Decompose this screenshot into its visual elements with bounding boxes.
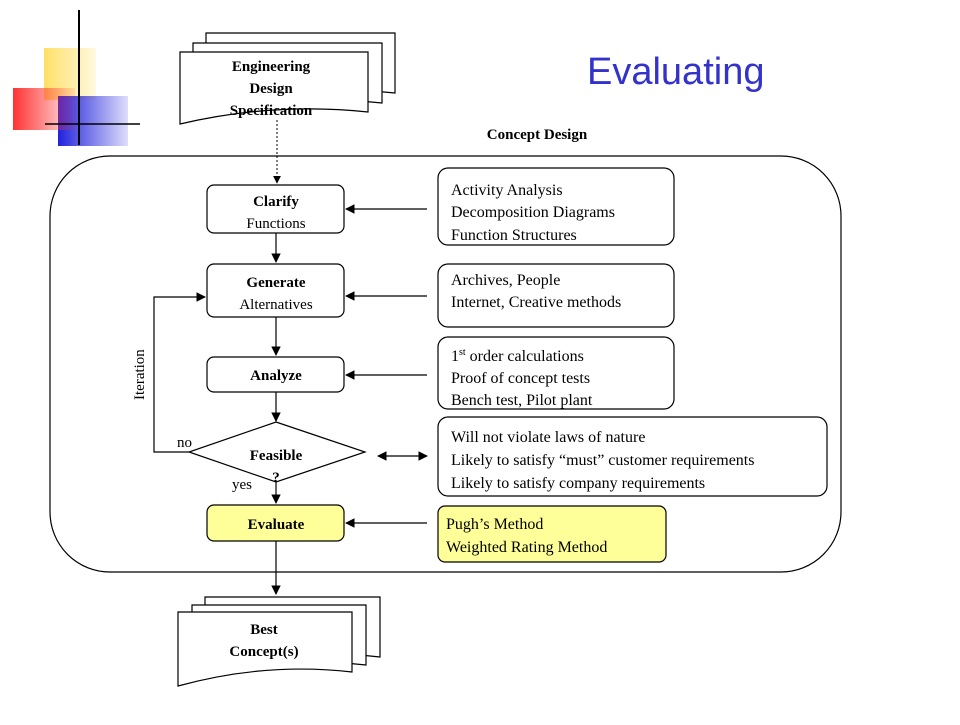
input-document-stack: Engineering Design Specification — [179, 32, 396, 125]
feasible-criteria-box: Will not violate laws of nature Likely t… — [437, 416, 828, 497]
analyze-method-3: Bench test, Pilot plant — [451, 392, 593, 409]
no-label: no — [177, 435, 192, 451]
input-doc-line-3: Specification — [230, 103, 313, 119]
generate-alternatives-box: Generate Alternatives — [206, 263, 345, 318]
iteration-label: Iteration — [132, 349, 148, 400]
analyze-method-1-superscript: st — [459, 347, 466, 358]
yes-label: yes — [232, 477, 252, 493]
logo-red-square — [13, 88, 75, 130]
output-doc-line-2: Concept(s) — [229, 644, 298, 660]
analyze-label: Analyze — [250, 368, 302, 384]
decorative-logo — [13, 10, 140, 146]
output-document-stack: Best Concept(s) — [177, 596, 381, 687]
clarify-functions-box: Clarify Functions — [206, 184, 345, 234]
evaluate-method-1: Pugh’s Method — [446, 516, 543, 533]
input-doc-line-2: Design — [249, 81, 293, 97]
clarify-line-2: Functions — [246, 216, 305, 232]
page-title: Evaluating — [587, 51, 764, 93]
analyze-method-2: Proof of concept tests — [451, 370, 590, 387]
generate-methods-box: Archives, People Internet, Creative meth… — [437, 263, 675, 328]
analyze-methods-box: 1st order calculations Proof of concept … — [437, 336, 675, 410]
input-doc-front — [179, 51, 369, 125]
evaluate-box: Evaluate — [206, 504, 345, 542]
clarify-method-2: Decomposition Diagrams — [451, 204, 615, 221]
feasible-decision: Feasible ? — [187, 421, 367, 486]
evaluate-method-2: Weighted Rating Method — [446, 539, 607, 556]
feasible-criterion-2: Likely to satisfy “must” customer requir… — [451, 452, 754, 469]
evaluate-methods-box: Pugh’s Method Weighted Rating Method — [437, 505, 667, 563]
analyze-box: Analyze — [206, 356, 345, 393]
generate-method-1: Archives, People — [451, 272, 560, 289]
feasible-line-2: ? — [272, 470, 280, 486]
feasible-criterion-1: Will not violate laws of nature — [451, 429, 645, 446]
output-doc-line-1: Best — [250, 622, 278, 638]
feasible-line-1: Feasible — [250, 448, 303, 464]
generate-method-2: Internet, Creative methods — [451, 294, 621, 311]
clarify-method-3: Function Structures — [451, 227, 577, 244]
analyze-method-1: 1st order calculations — [451, 347, 584, 365]
iteration-loop-arrow — [153, 292, 206, 453]
analyze-method-1-number: 1 — [451, 348, 459, 365]
section-label: Concept Design — [487, 127, 588, 143]
input-doc-line-1: Engineering — [232, 59, 311, 75]
output-doc-front — [177, 611, 353, 687]
generate-line-2: Alternatives — [239, 297, 312, 313]
analyze-method-1-rest: order calculations — [466, 348, 584, 365]
evaluate-label: Evaluate — [248, 517, 305, 533]
clarify-line-1: Clarify — [253, 194, 299, 210]
clarify-method-1: Activity Analysis — [451, 182, 563, 199]
clarify-methods-box: Activity Analysis Decomposition Diagrams… — [437, 167, 675, 246]
generate-line-1: Generate — [246, 275, 305, 291]
feasible-criterion-3: Likely to satisfy company requirements — [451, 475, 705, 492]
